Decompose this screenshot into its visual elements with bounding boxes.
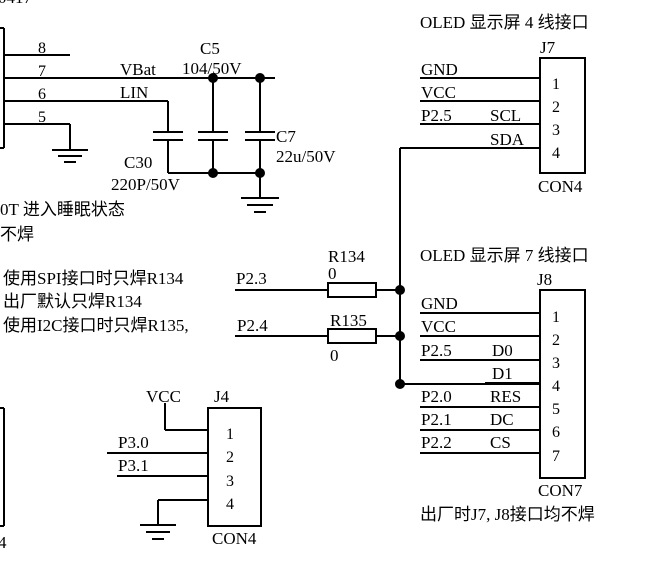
c5-name: C5 [200, 39, 220, 58]
j8-net-gnd: GND [421, 294, 458, 313]
cut-left-line2: 不焊 [0, 225, 34, 244]
j8-net-p20: P2.0 [421, 387, 452, 406]
j4-pin-1: 1 [226, 426, 234, 443]
cut-top-text: 0417 [0, 0, 33, 7]
cut-bottom-left: 4 [0, 533, 7, 552]
wires [0, 27, 586, 540]
net-p24: P2.4 [237, 316, 268, 335]
j8-pin-1: 1 [552, 309, 560, 326]
j8-signal-res: RES [490, 387, 521, 406]
note-i2c: 使用I2C接口时只焊R135, [3, 315, 189, 335]
j8-signal-d1: D1 [492, 364, 513, 383]
j8-pin-4: 4 [552, 378, 560, 395]
j8-pin-5: 5 [552, 401, 560, 418]
c7-name: C7 [276, 127, 296, 146]
j7-ref: J7 [540, 38, 556, 57]
j4-net-p30: P3.0 [118, 433, 149, 452]
j8-pin-2: 2 [552, 332, 560, 349]
note-default: 出厂默认只焊R134 [3, 292, 142, 311]
net-lin: LIN [120, 83, 148, 102]
left-pin-7: 7 [38, 63, 46, 80]
j4-ref: J4 [214, 387, 230, 406]
j4-pin-2: 2 [226, 449, 234, 466]
c7-value: 22u/50V [276, 147, 336, 166]
j8-title: OLED 显示屏 7 线接口 [420, 246, 589, 265]
j4-type: CON4 [212, 529, 257, 548]
c5-value: 104/50V [182, 59, 242, 78]
j4-pin-3: 3 [226, 473, 234, 490]
j7-net-p25: P2.5 [421, 106, 452, 125]
j8-type: CON7 [538, 481, 583, 500]
left-pin-6: 6 [38, 86, 46, 103]
junction-dots [208, 73, 405, 389]
c30-name: C30 [124, 153, 152, 172]
j8-net-vcc: VCC [421, 317, 456, 336]
j8-note: 出厂时J7, J8接口均不焊 [420, 505, 595, 524]
j8-signal-d0: D0 [492, 341, 513, 360]
j8-ref: J8 [537, 270, 552, 289]
j7-signal-scl: SCL [490, 106, 521, 125]
j7-net-vcc: VCC [421, 83, 456, 102]
r135-value: 0 [330, 346, 339, 365]
note-spi: 使用SPI接口时只焊R134 [3, 268, 184, 288]
r134-name: R134 [328, 247, 365, 266]
j8-net-p21: P2.1 [421, 410, 452, 429]
j8-net-p22: P2.2 [421, 433, 452, 452]
j7-pin-4: 4 [552, 145, 560, 162]
j7-signal-sda: SDA [490, 130, 525, 149]
c30-value: 220P/50V [111, 175, 181, 194]
j7-type: CON4 [538, 177, 583, 196]
j7-pin-2: 2 [552, 99, 560, 116]
j4-net-p31: P3.1 [118, 456, 149, 475]
j4-vcc: VCC [146, 387, 181, 406]
j4-pin-4: 4 [226, 496, 234, 513]
j7-pin-1: 1 [552, 76, 560, 93]
j8-signal-dc: DC [490, 410, 514, 429]
j8-pin-7: 7 [552, 448, 560, 465]
j8-signal-cs: CS [490, 433, 511, 452]
j7-pin-3: 3 [552, 122, 560, 139]
j7-title: OLED 显示屏 4 线接口 [420, 13, 589, 32]
j8-pin-6: 6 [552, 424, 560, 441]
left-pin-5: 5 [38, 109, 46, 126]
cut-left-line1: 0T 进入睡眠状态 [0, 200, 125, 219]
net-vbat: VBat [120, 60, 156, 79]
j8-pin-3: 3 [552, 355, 560, 372]
j8-net-p25: P2.5 [421, 341, 452, 360]
r134-value: 0 [328, 264, 337, 283]
left-pin-8: 8 [38, 40, 46, 57]
r135-name: R135 [330, 311, 367, 330]
net-p23: P2.3 [236, 269, 267, 288]
j7-net-gnd: GND [421, 60, 458, 79]
